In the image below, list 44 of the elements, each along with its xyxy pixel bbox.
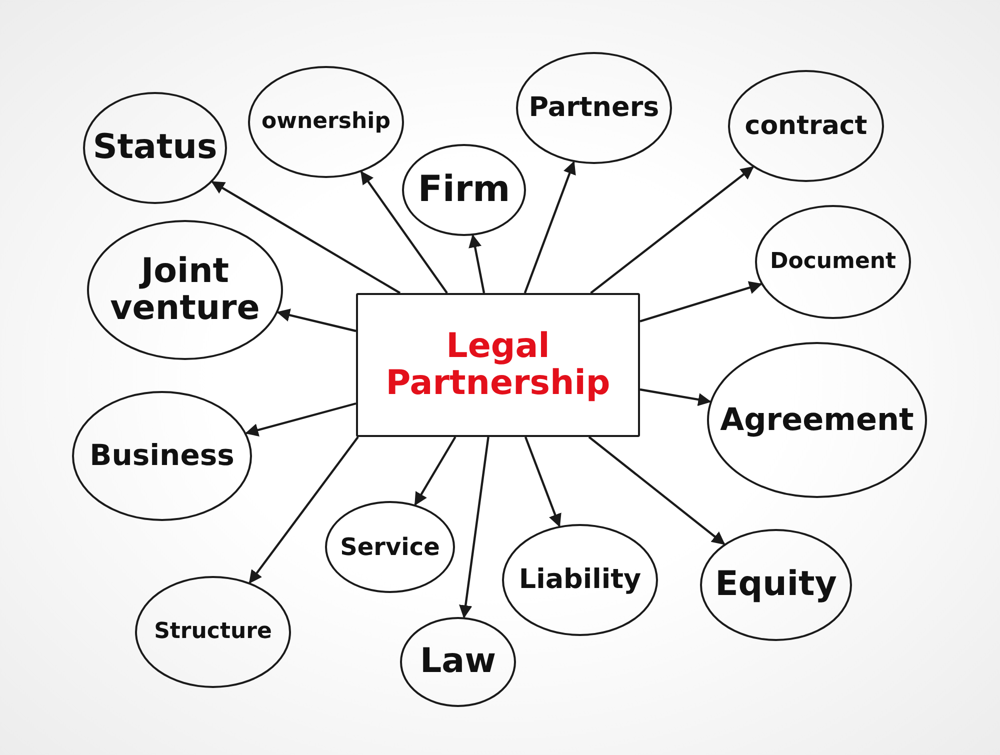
topic-label: ownership — [260, 110, 392, 134]
topic-ellipse — [755, 205, 911, 319]
topic-label: Joint venture — [109, 252, 261, 328]
topic-label: Status — [92, 129, 218, 167]
topic-ellipse — [728, 70, 884, 182]
topic-label: Liability — [518, 565, 642, 595]
topic-ellipse — [325, 501, 455, 593]
arrow — [248, 436, 359, 584]
topic-ellipse — [700, 529, 852, 641]
arrow — [524, 436, 562, 528]
arrow — [245, 402, 356, 436]
topic-ellipse — [402, 144, 526, 236]
topic-label: Service — [339, 534, 441, 560]
topic-ellipse — [516, 52, 672, 164]
topic-ellipse — [135, 576, 291, 688]
topic-ellipse — [248, 66, 404, 178]
topic-label: Agreement — [719, 402, 915, 438]
arrow — [590, 166, 754, 294]
topic-ellipse — [72, 391, 252, 521]
topic-label: Business — [88, 440, 236, 472]
topic-label: Equity — [714, 566, 838, 604]
arrow — [524, 160, 576, 294]
topic-ellipse — [707, 342, 927, 498]
topic-label: Law — [418, 643, 498, 681]
arrow — [640, 388, 712, 406]
topic-ellipse — [87, 220, 283, 360]
central-topic-label: Legal Partnership — [384, 328, 612, 402]
topic-ellipse — [502, 524, 658, 636]
topic-label: Partners — [528, 93, 660, 123]
arrow — [588, 436, 726, 545]
topic-ellipse — [400, 617, 516, 707]
arrow — [276, 308, 356, 332]
topic-label: Firm — [416, 170, 512, 210]
arrow — [459, 436, 490, 618]
topic-label: Document — [768, 250, 898, 274]
arrow — [360, 170, 448, 294]
arrow — [468, 234, 486, 294]
arrow — [640, 281, 762, 322]
topic-label: Structure — [153, 620, 273, 644]
topic-ellipse — [83, 92, 227, 204]
arrow — [414, 436, 456, 506]
arrow — [211, 180, 401, 294]
topic-label: contract — [744, 112, 868, 140]
central-topic-box — [356, 293, 640, 437]
